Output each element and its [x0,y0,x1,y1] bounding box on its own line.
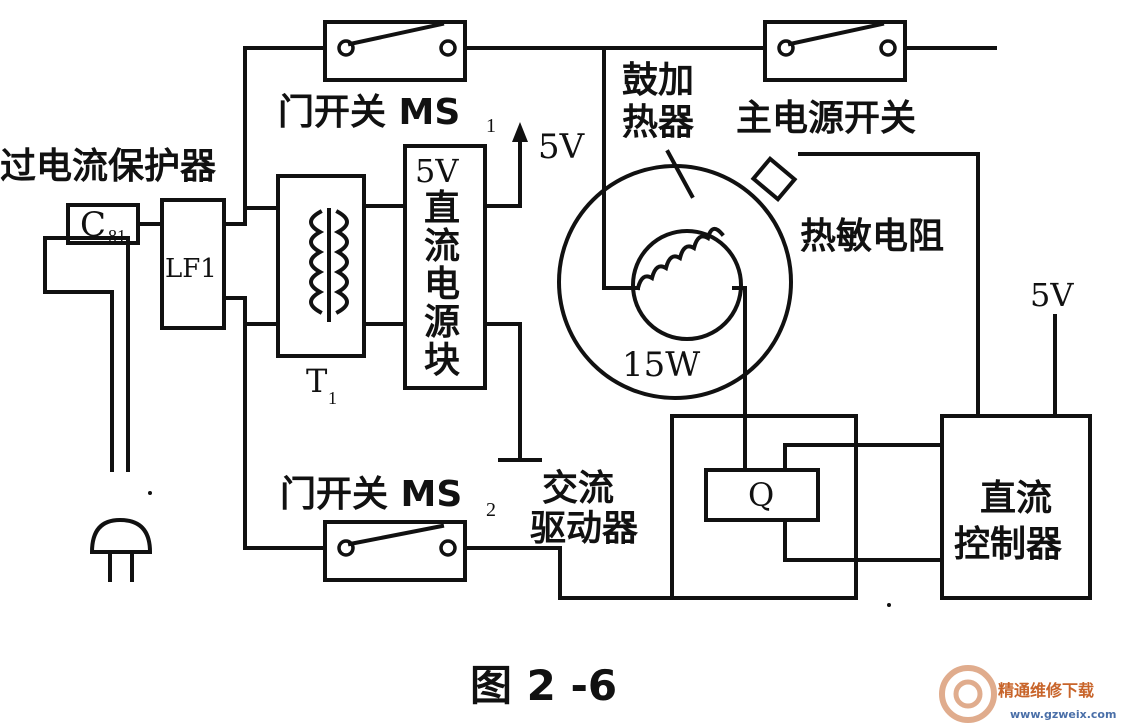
watermark-title: 精通维修下载 [998,681,1094,700]
svg-text:Q: Q [748,476,774,514]
ac-driver-label: 交流 [542,467,614,509]
svg-text:流: 流 [424,226,460,267]
svg-text:T: T [306,362,328,400]
watermark: 精通维修下载 www.gzweix.com [939,665,1116,723]
thermistor-label: 热敏电阻 [800,216,944,257]
door-switch-ms1 [323,20,467,82]
figure-caption: 图 2 -6 [470,661,617,710]
svg-text:5V: 5V [415,152,459,190]
svg-text:1: 1 [486,115,496,137]
svg-text:驱动器: 驱动器 [530,508,639,549]
ms2-label: 门开关 MS [280,474,462,515]
svg-text:2: 2 [486,499,496,521]
svg-text:直流: 直流 [980,478,1052,519]
up-arrow-icon [512,122,528,142]
mains-plug [43,236,153,582]
overcurrent-protector-label: 过电流保护器 [0,146,217,187]
dc-controller: 直流 控制器 [940,414,1092,600]
thermistor [750,155,798,203]
svg-text:C: C [80,205,106,245]
controller-5v-label: 5V [1030,276,1074,314]
transformer-t1 [276,174,366,358]
svg-text:LF1: LF1 [165,254,217,284]
output-5v-label: 5V [538,127,586,167]
main-switch-label: 主电源开关 [736,98,916,139]
svg-text:源: 源 [424,302,460,343]
heater-power-label: 15W [622,345,700,385]
ms1-label: 门开关 MS [278,92,460,133]
watermark-url: www.gzweix.com [1010,708,1116,721]
filter-lf1: LF1 [160,198,226,330]
svg-text:电: 电 [424,264,460,305]
svg-text:块: 块 [424,340,460,381]
door-switch-ms2 [323,520,467,582]
drum-heater-label: 鼓加 [622,60,694,101]
svg-text:1: 1 [328,388,337,408]
svg-text:热器: 热器 [622,102,695,143]
dc-power-block: 5V 直 流 电 源 块 [403,144,487,390]
svg-text:控制器: 控制器 [954,524,1063,565]
svg-text:81: 81 [108,226,126,246]
main-power-switch [763,20,907,82]
ac-driver: Q [670,414,858,600]
svg-text:直: 直 [424,188,460,229]
